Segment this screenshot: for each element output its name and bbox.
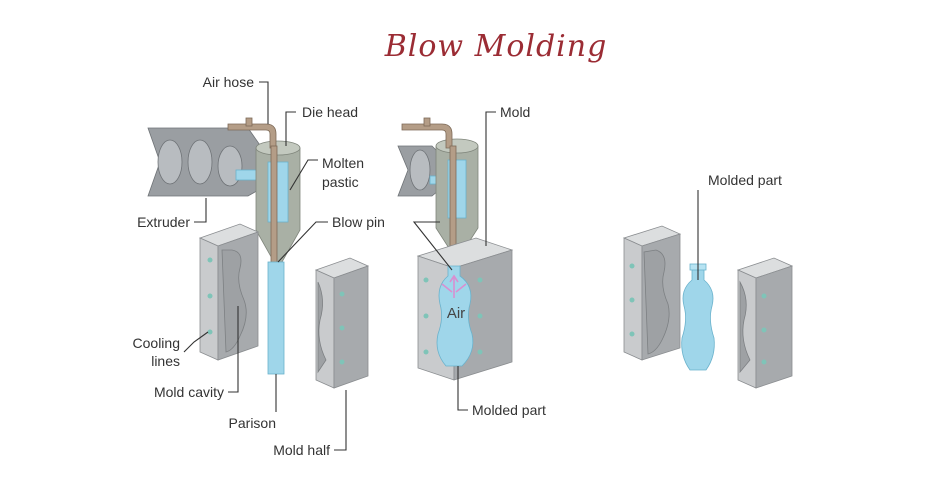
diagram-title: Blow Molding [384,29,608,64]
label-molten-plastic-1: Molten [322,155,364,171]
label-cooling-lines-1: Cooling [133,335,180,351]
mold-half-left [198,223,260,361]
label-blow-pin: Blow pin [332,214,385,230]
label-molded-part-right: Molded part [708,172,782,188]
label-extruder: Extruder [137,214,190,230]
mold-half-left-3 [622,225,682,361]
mold-half-right-3 [736,257,794,389]
air-hose [227,117,277,149]
air-hose-2 [401,123,453,149]
labels: Air hose Die head Molten pastic Extruder… [133,74,783,458]
label-cooling-lines-2: lines [151,353,180,369]
label-molten-plastic-2: pastic [322,174,359,190]
label-molded-part-center: Molded part [472,402,546,418]
blow-pin [270,145,278,267]
stage-1-extrusion [147,117,370,389]
leader-lines [183,81,699,451]
air-label: Air [447,305,465,322]
label-die-head: Die head [302,104,358,120]
molded-part-in-mold [436,265,474,367]
die-head [255,140,301,263]
mold-cavity [221,249,247,353]
label-air-hose: Air hose [203,74,255,90]
stage-3-ejection [622,225,794,389]
stage-2-blowing: Air [397,117,514,381]
air-arrows [441,274,467,298]
label-mold-half: Mold half [273,442,330,458]
parison [267,261,285,375]
label-parison: Parison [229,415,276,431]
die-head-2 [435,138,479,257]
label-mold: Mold [500,104,530,120]
mold-half-right [314,257,370,389]
molded-part-ejected [681,267,715,371]
extruder [147,127,265,197]
label-mold-cavity: Mold cavity [154,384,224,400]
